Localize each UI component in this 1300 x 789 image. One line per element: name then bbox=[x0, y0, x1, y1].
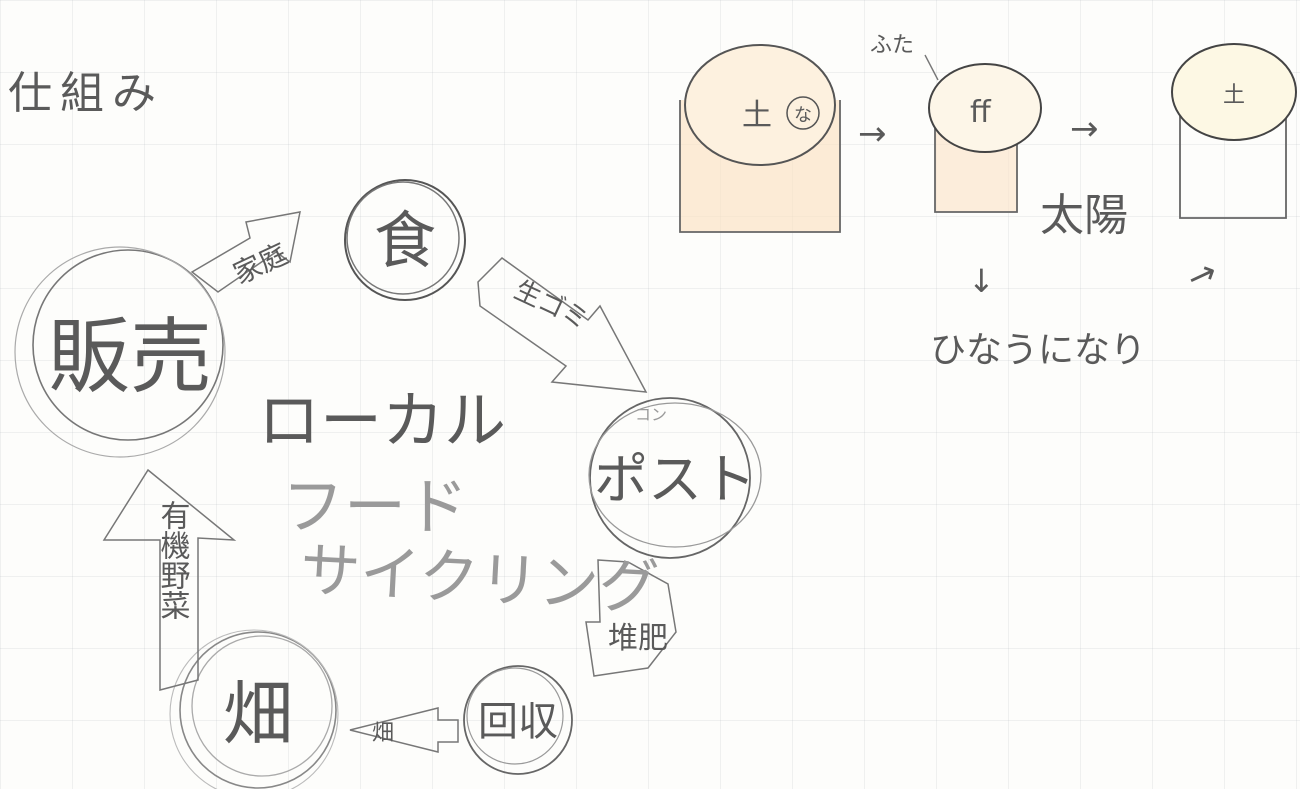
arrow-compost-label: 堆肥 bbox=[608, 621, 668, 656]
arrow-3: → bbox=[1181, 251, 1224, 299]
arrow-vegetables-label: 有機野菜 bbox=[155, 500, 191, 620]
node-field: 畑 bbox=[169, 629, 339, 789]
node-sell-label: 販売 bbox=[48, 310, 212, 405]
node-collect-label: 回収 bbox=[478, 699, 558, 745]
node-post-label: ポスト bbox=[594, 448, 756, 511]
arrow-field: 畑 bbox=[349, 707, 459, 753]
arrow-home: 家庭 bbox=[190, 211, 301, 293]
bin-1-mark: な bbox=[794, 105, 812, 126]
node-post: コン ポスト bbox=[588, 397, 762, 559]
arrow-compost: 堆肥 bbox=[585, 559, 677, 677]
arrow-garbage-label: 生ゴミ bbox=[510, 275, 593, 335]
page-title: 仕組み bbox=[8, 68, 164, 119]
arrow-down: ↓ bbox=[968, 262, 995, 300]
bin-1: 土 な bbox=[679, 44, 841, 233]
node-food-label: 食 bbox=[374, 204, 436, 277]
center-line-1: ローカル bbox=[258, 384, 506, 457]
node-collect: 回収 bbox=[463, 665, 573, 775]
bin-2-lid-circle: ff bbox=[970, 95, 992, 130]
sun-label: 太陽 bbox=[1040, 190, 1128, 241]
result-note: ひなうになり bbox=[930, 330, 1146, 371]
node-post-note: コン bbox=[635, 405, 667, 424]
lid-label: ふた bbox=[870, 33, 914, 58]
center-line-2: フード bbox=[282, 470, 468, 543]
bin-3-soil: 土 bbox=[1223, 83, 1245, 108]
arrow-field-label: 畑 bbox=[372, 721, 394, 746]
center-line-3: サイクリング bbox=[298, 535, 660, 624]
arrow-1: → bbox=[858, 114, 887, 154]
arrow-vegetables: 有機野菜 bbox=[102, 468, 237, 691]
bin-3: 土 bbox=[1171, 43, 1297, 219]
arrow-2: → bbox=[1070, 109, 1099, 149]
bin-1-soil: 土 bbox=[742, 98, 772, 133]
node-food: 食 bbox=[344, 179, 466, 301]
node-field-label: 畑 bbox=[223, 673, 293, 755]
arrow-garbage: 生ゴミ bbox=[477, 257, 648, 393]
bin-2: ff ふた bbox=[870, 33, 1042, 213]
node-sell: 販売 bbox=[14, 246, 226, 458]
